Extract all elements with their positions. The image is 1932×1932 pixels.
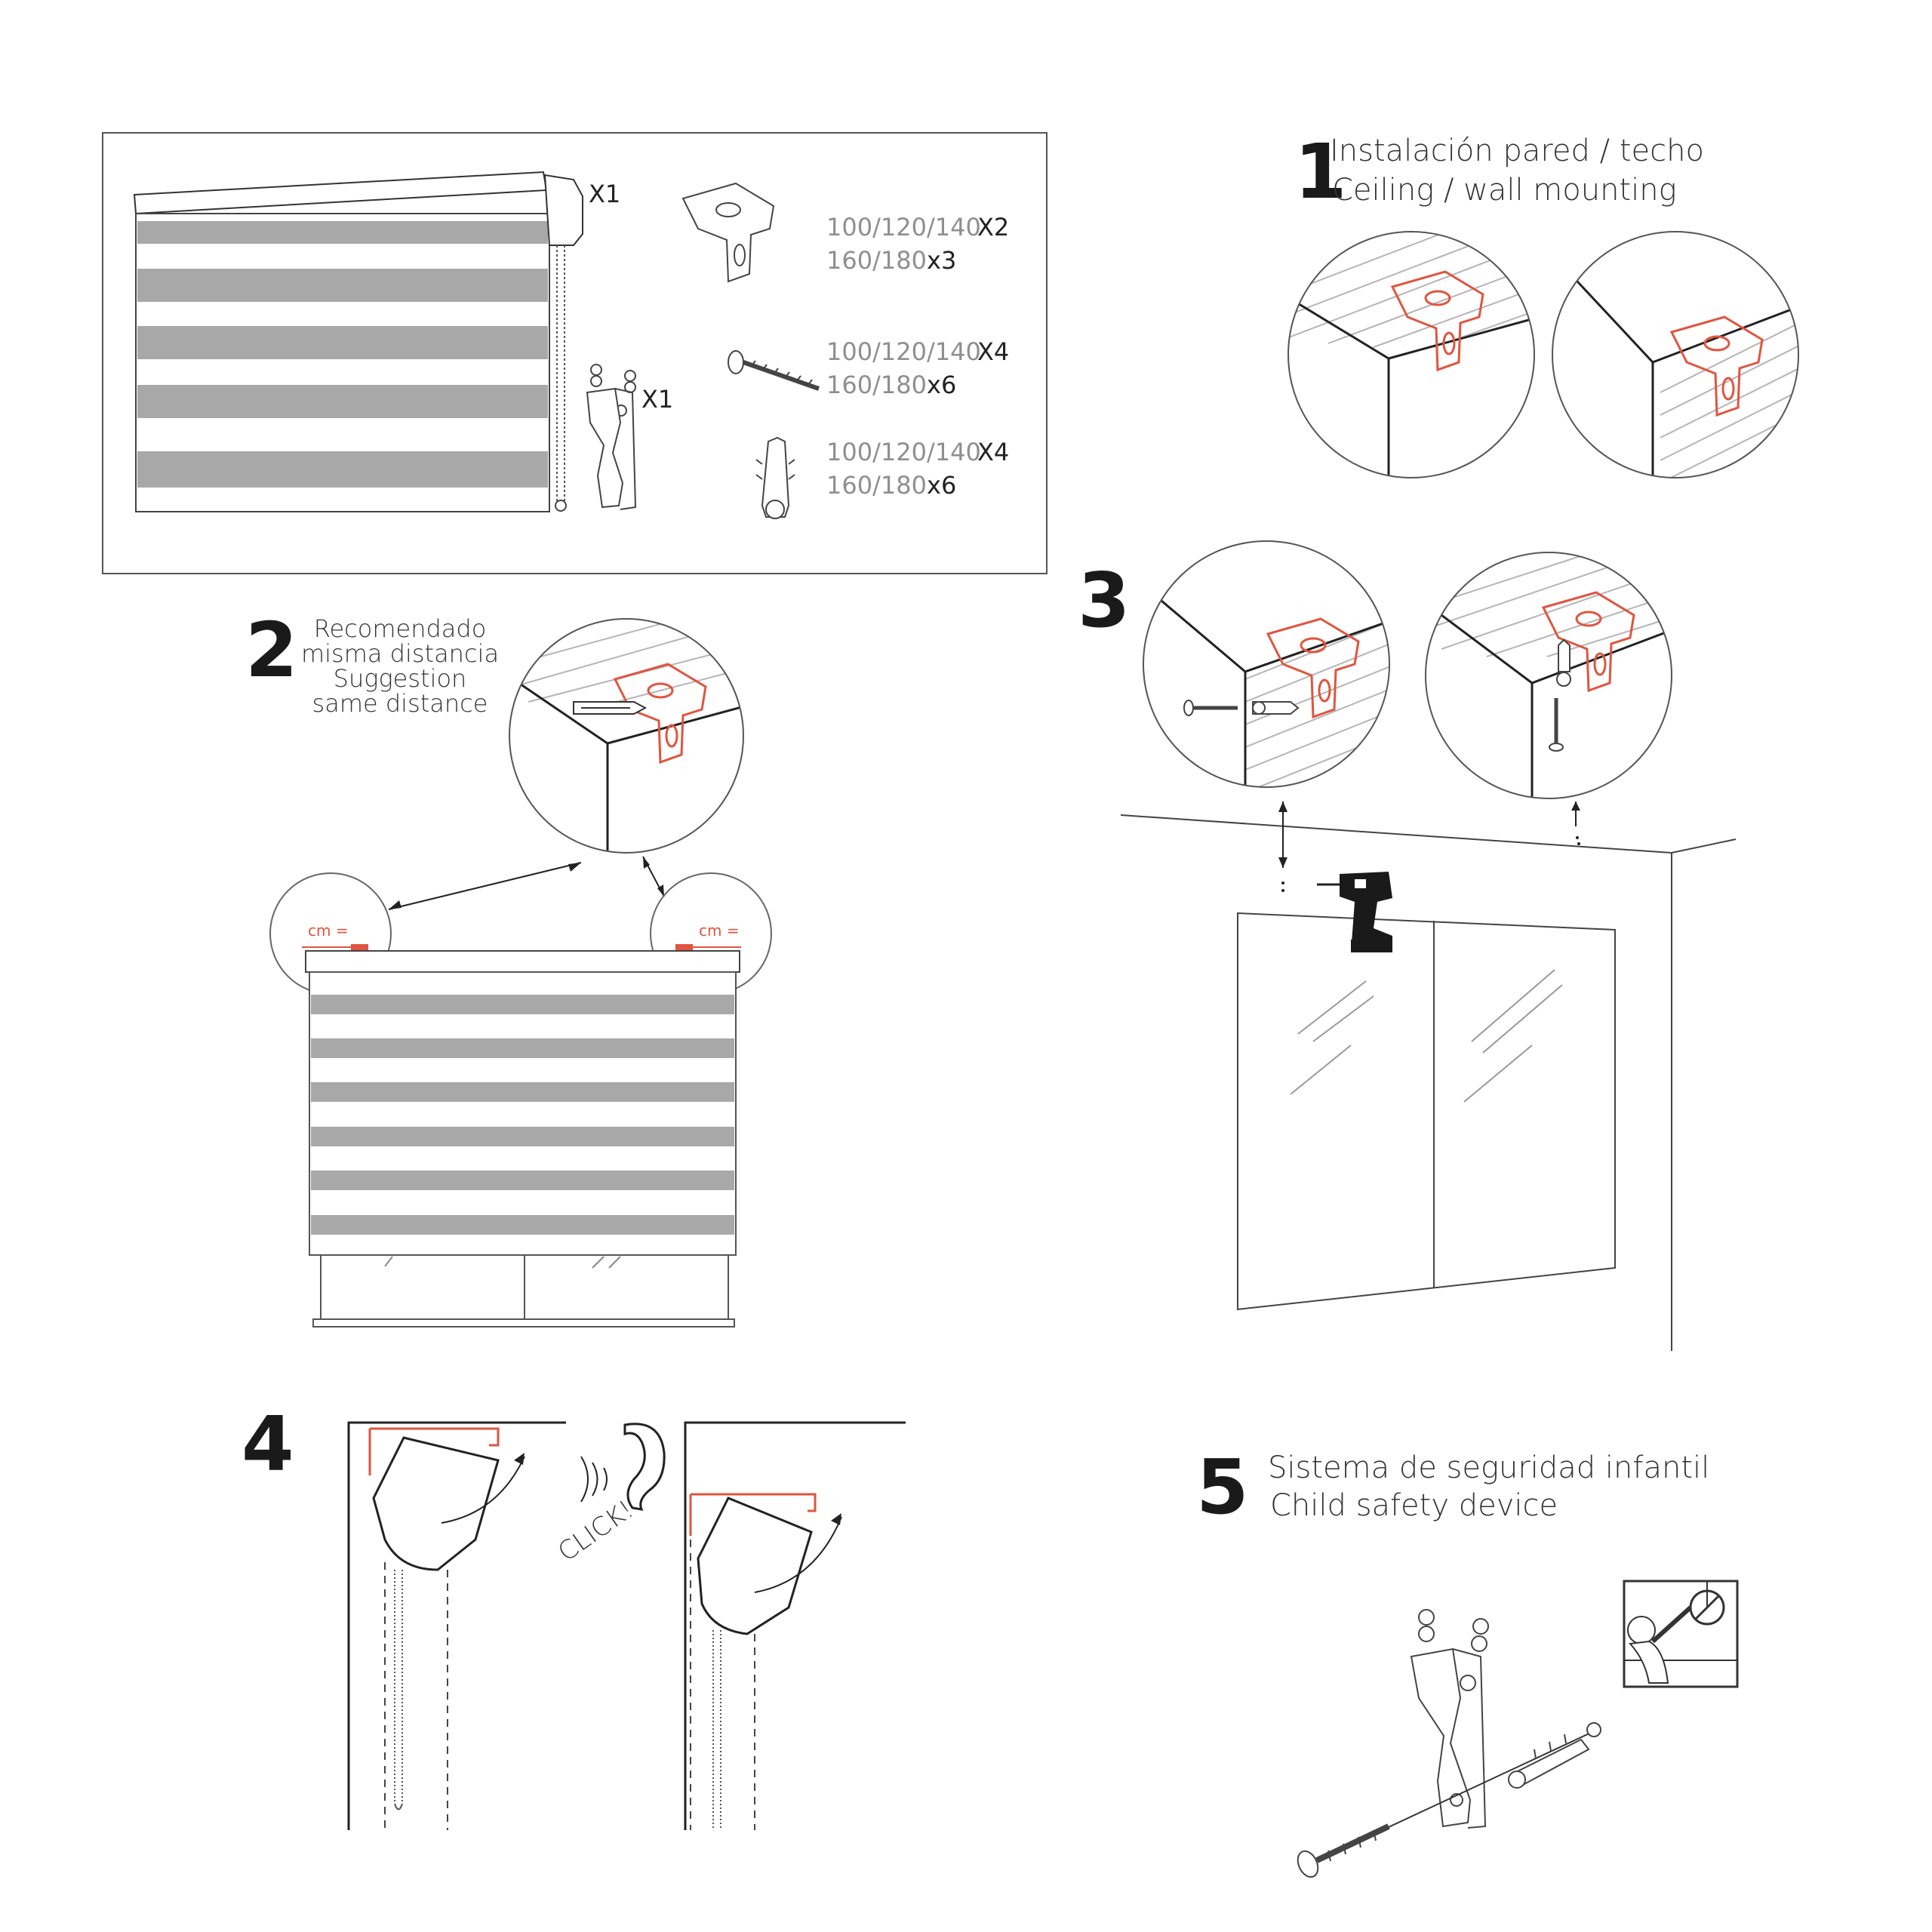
step-1-ceiling-detail xyxy=(1287,231,1535,478)
step-2-text-2: misma distancia xyxy=(301,639,499,668)
step-5-title-es: Sistema de seguridad infantil xyxy=(1268,1451,1709,1485)
click-label: CLICK! xyxy=(552,1494,639,1567)
step-3-window-scene xyxy=(1120,801,1737,1351)
roller-blind-part xyxy=(133,171,583,512)
screw-sizes-a: 100/120/140 xyxy=(826,337,981,366)
plug-sizes-a: 100/120/140 xyxy=(826,438,981,466)
safety-qty: X1 xyxy=(641,385,673,414)
bracket-part xyxy=(682,183,774,282)
step-1: 1 Instalación pared / techo Ceiling / wa… xyxy=(1287,128,1799,478)
step-3-number: 3 xyxy=(1078,556,1131,645)
roller-qty: X1 xyxy=(589,180,620,208)
step-5-child-safety-clip xyxy=(1410,1609,1489,1829)
drill-icon xyxy=(1317,872,1392,952)
screw-qty-b: x6 xyxy=(927,371,956,399)
step-1-title-en: Ceiling / wall mounting xyxy=(1332,173,1677,208)
cm-left-label: cm = xyxy=(308,921,349,940)
step-2-text-3: Suggestion xyxy=(334,664,467,693)
step-2-left-measure: cm = xyxy=(269,872,392,995)
plug-sizes-b: 160/180 xyxy=(826,471,927,500)
step-3-wall-screw-detail xyxy=(1143,540,1390,788)
step-4: 4 CLICK! xyxy=(242,1400,906,1830)
step-2-text-1: Recomendado xyxy=(314,614,487,643)
plug-qty-b: x6 xyxy=(927,471,956,500)
ear-icon xyxy=(580,1423,666,1511)
step-5-number: 5 xyxy=(1196,1443,1249,1531)
step-2-installed-blind xyxy=(305,950,740,1327)
safety-clip-part xyxy=(586,364,637,510)
step-5: 5 Sistema de seguridad infantil Child sa… xyxy=(1196,1443,1739,1878)
step-2: 2 Recomendado misma distancia Suggestion… xyxy=(245,606,772,1327)
step-2-number: 2 xyxy=(245,606,298,694)
step-4-number: 4 xyxy=(242,1400,294,1488)
step-5-screw-and-plug xyxy=(1297,1722,1601,1878)
bracket-sizes-b: 160/180 xyxy=(826,246,927,275)
step-2-marking-detail xyxy=(509,618,744,854)
step-3-ceiling-screw-detail xyxy=(1425,552,1672,799)
bracket-sizes-a: 100/120/140 xyxy=(826,213,981,242)
step-1-wall-detail xyxy=(1552,231,1799,478)
step-4-after-click xyxy=(684,1421,906,1830)
step-2-text-4: same distance xyxy=(312,689,488,718)
cm-right-label: cm = xyxy=(699,921,740,940)
parts-list-panel: X1 X1 100/120/140 X2 160/180 x3 100/120/… xyxy=(102,132,1048,574)
step-4-before-click xyxy=(347,1421,566,1830)
wall-plug-part xyxy=(755,436,795,519)
child-warning-icon xyxy=(1623,1580,1739,1688)
step-1-number: 1 xyxy=(1294,128,1347,216)
bracket-qty-a: X2 xyxy=(977,213,1009,242)
step-3: 3 xyxy=(1078,540,1737,1351)
step-5-title-en: Child safety device xyxy=(1270,1488,1558,1523)
step-1-title-es: Instalación pared / techo xyxy=(1330,134,1704,168)
bracket-qty-b: x3 xyxy=(927,246,956,275)
step-2-right-measure: cm = xyxy=(650,872,772,995)
screw-qty-a: X4 xyxy=(977,337,1009,366)
screw-sizes-b: 160/180 xyxy=(826,371,927,399)
plug-qty-a: X4 xyxy=(977,438,1009,466)
screw-part xyxy=(728,350,820,391)
